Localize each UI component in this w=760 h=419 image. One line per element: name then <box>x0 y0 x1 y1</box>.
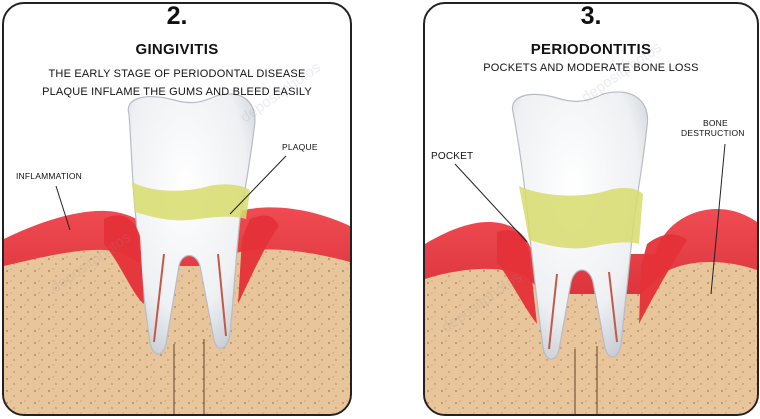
gingivitis-illustration <box>4 4 350 414</box>
plaque-label: PLAQUE <box>282 142 318 152</box>
subtitle-line-1: POCKETS AND MODERATE BONE LOSS <box>425 62 757 74</box>
panel-number: 2. <box>4 2 350 31</box>
gingivitis-panel: 2. GINGIVITIS THE EARLY STAGE OF PERIODO… <box>2 2 352 416</box>
inflammation-label: INFLAMMATION <box>16 171 82 181</box>
bone-label-line-2: DESTRUCTION <box>681 128 745 138</box>
pocket-label: POCKET <box>431 151 473 162</box>
panel-title: PERIODONTITIS <box>425 41 757 58</box>
panel-number: 3. <box>425 2 757 31</box>
bone-label-line-1: BONE <box>703 118 728 128</box>
panel-title: GINGIVITIS <box>4 41 350 58</box>
periodontitis-panel: 3. PERIODONTITIS POCKETS AND MODERATE BO… <box>423 2 759 416</box>
plaque-deposit <box>519 186 643 248</box>
